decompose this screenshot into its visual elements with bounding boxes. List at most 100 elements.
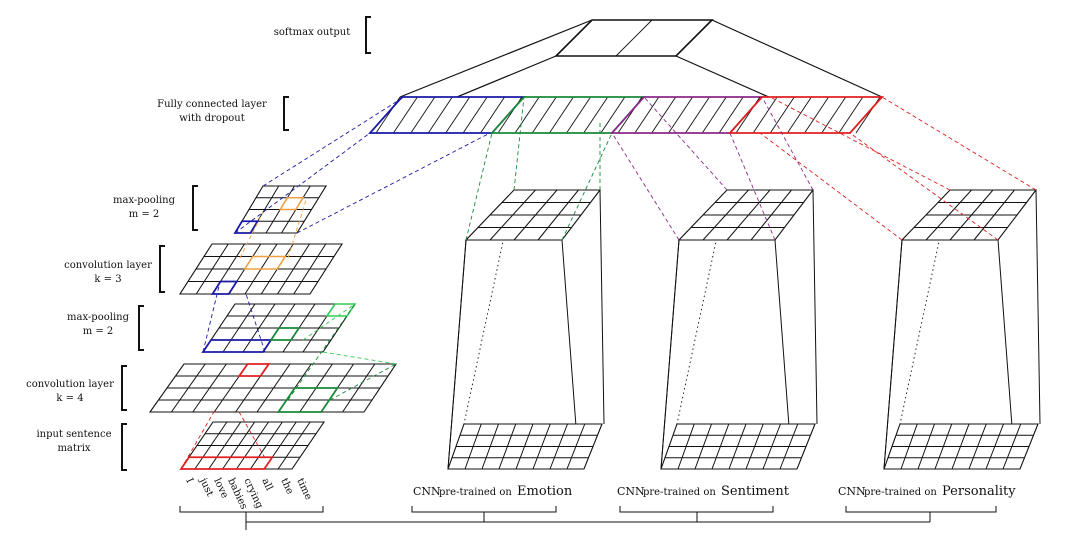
tower-personality-edge [997,239,1015,454]
tower-sentiment-edge [774,239,792,454]
maxpool-top-label: max-pooling [113,195,176,206]
tower-personality-edge [883,239,903,470]
tower-emotion-fc-link [513,96,525,191]
fc-segment-blue-hatch [462,96,488,134]
fc-segment-red-hatch [821,96,847,134]
cnn-label: CNN [617,485,645,498]
fc-segment-blue-hatch [393,96,418,134]
input-word: the [278,477,295,497]
conv-bottom-green-cells [276,387,340,413]
tower-personality-edge [1035,189,1041,425]
pool-to-fc-link [296,132,491,234]
task-label: Sentiment [721,484,790,499]
conv-to-pool-link [329,363,397,401]
softmax-box-divider [615,19,653,57]
tower-personality-fc-link [769,96,951,191]
tower-emotion-edge [561,239,579,454]
sentiment-group-bracket [619,506,774,513]
conv-bottom-red-cell [237,363,271,377]
hidden-edge [899,189,951,425]
pretrained-label: pre-trained on [643,487,716,498]
tower-sentiment-edge [660,239,680,470]
input-to-conv-link [237,409,266,459]
maxpool-top-bracket [192,185,198,231]
conv-to-pool-link [239,211,264,259]
maxpool-bottom-bracket [138,305,144,351]
tower-emotion-fc-link [465,132,493,241]
fc-label: Fully connected layer [157,99,267,110]
maxpool-top-label: m = 2 [129,209,160,220]
maxpool-top-orange-cell [278,196,305,211]
conv-top-bracket [159,245,165,293]
personality-group-bracket [845,506,997,513]
fc-segment-red-hatch [804,96,829,134]
conv-to-pool-link [302,303,356,341]
fc-segment-purple-hatch [651,96,677,134]
input-label: matrix [57,443,90,454]
tower-personality-fc-link [759,132,903,241]
maxpool-bottom-blue-cells [201,339,273,353]
fc-segment-blue-hatch [480,96,505,134]
fc-segment-blue-hatch [445,96,471,134]
conv-bottom-bracket [121,365,127,411]
fc-segment-red-hatch [787,96,812,134]
conv-to-pool-link [287,199,307,259]
tower-sentiment-edge [812,189,818,425]
fc-segment-red-hatch [752,96,778,134]
conv-top-orange-cells [243,255,287,270]
conv-to-pool-link [287,303,356,401]
input-word: I [183,477,195,485]
fc-segment-green-hatch [514,96,540,134]
softmax-link [399,19,593,98]
fc-segment-green-hatch [549,96,574,134]
input-to-conv-link [180,409,216,470]
maxpool-bottom-label: max-pooling [67,312,130,323]
tower-emotion-fc-link [561,132,613,241]
fc-segment-blue-hatch [427,96,453,134]
hidden-edge [463,189,515,425]
pool-to-conv-link [245,293,266,353]
conv-bottom-label: k = 4 [56,393,83,404]
tower-emotion-edge [599,189,605,425]
conv-top-blue-cell [210,280,239,295]
softmax-bracket [365,16,371,54]
softmax-link [711,19,883,98]
input-group-bracket [179,506,324,513]
input-bracket [121,423,127,471]
tower-personality-fc-link [849,132,999,241]
softmax-label: softmax output [274,27,350,38]
conv-top-label: k = 3 [94,274,121,285]
fc-segment-purple-hatch [685,96,710,134]
input-label: input sentence [36,429,111,440]
cnn-label: CNN [413,485,441,498]
hidden-edge [676,189,728,425]
fc-segment-red-hatch [838,96,864,134]
fc-segment-green-hatch [531,96,557,134]
pool-to-conv-link [202,281,221,353]
pool-to-fc-link [234,132,371,234]
maxpool-bottom-lightgreen-cell [325,303,357,317]
task-label: Personality [942,484,1016,499]
maxpool-top-blue-cell [233,220,260,234]
fc-bracket [283,96,289,131]
fc-segment-blue-hatch [410,96,436,134]
fc-segment-green-hatch [583,96,609,134]
tower-personality-fc-link [881,96,1037,191]
cnn-label: CNN [838,485,866,498]
fc-segment-green-hatch [600,96,626,134]
tower-emotion-edge [447,239,467,470]
maxpool-bottom-label: m = 2 [83,326,114,337]
input-highlight [179,456,274,470]
tower-sentiment-fc-link [729,132,776,241]
conv-bottom-label: convolution layer [26,379,114,390]
fc-segment-purple-hatch [701,96,727,134]
pretrained-label: pre-trained on [439,487,512,498]
fc-segment-purple-hatch [668,96,693,134]
input-word: all [259,477,274,493]
tower-sentiment-fc-link [761,96,814,191]
fc-segment-purple-hatch [718,96,744,134]
conv-to-pool-link [322,351,397,365]
conv-top-label: convolution layer [64,260,152,271]
